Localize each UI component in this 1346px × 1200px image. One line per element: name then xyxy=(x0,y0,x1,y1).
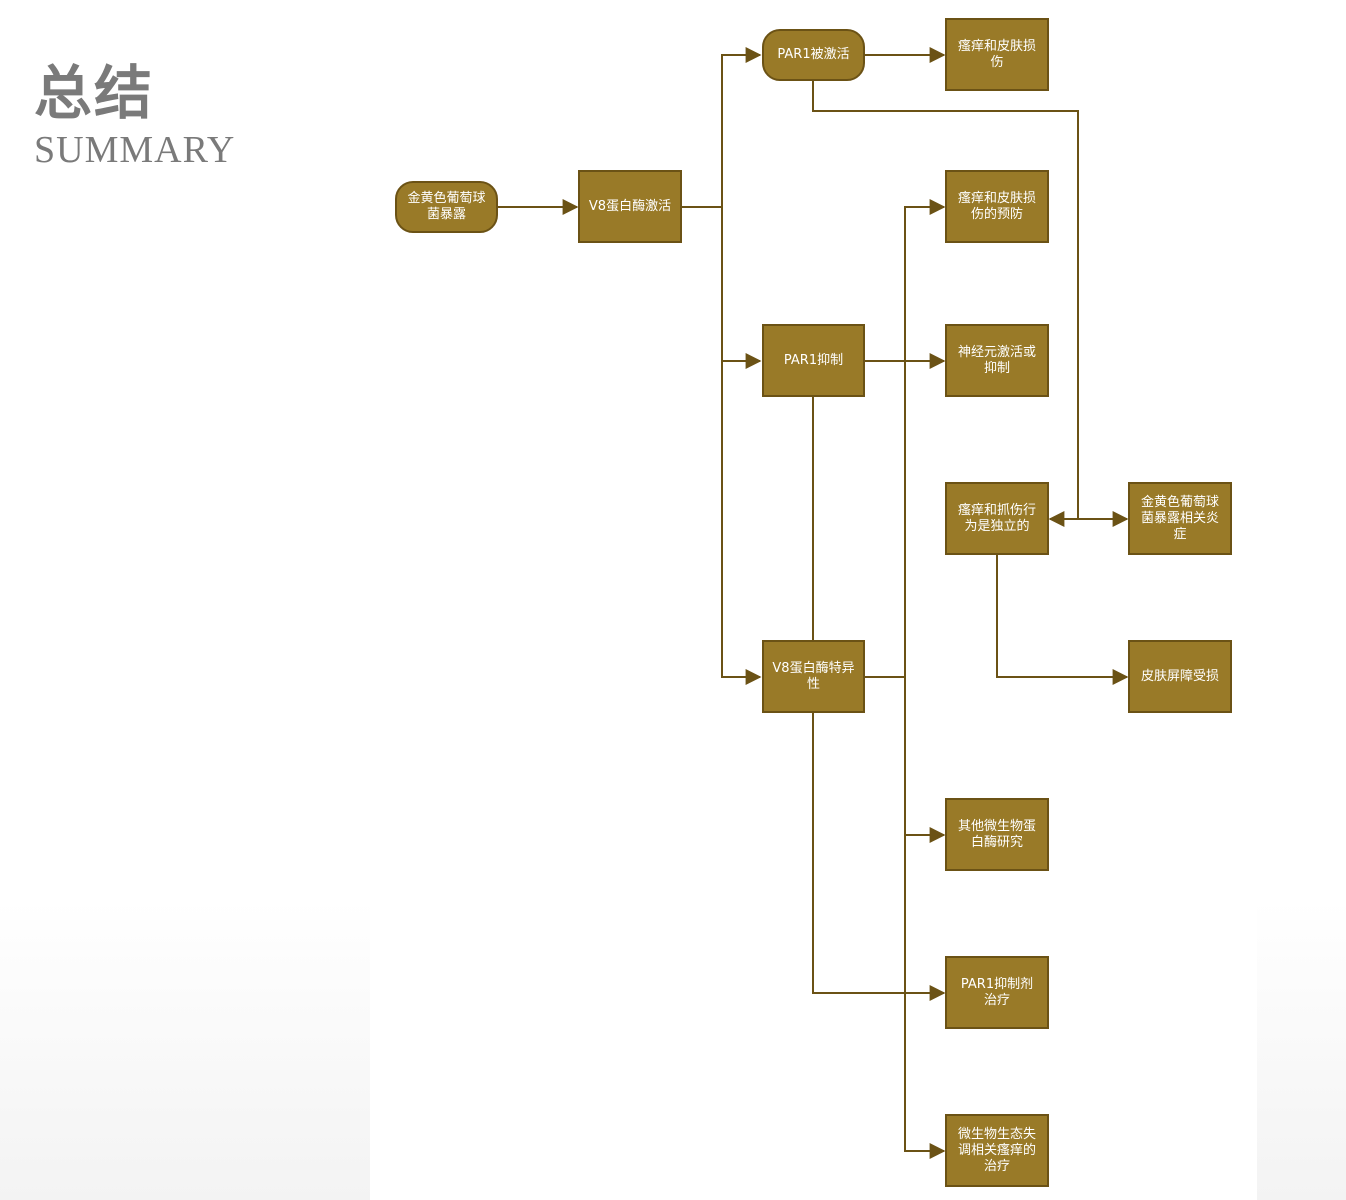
node-itch-scratch-independent: 瘙痒和抓伤行为是独立的 xyxy=(945,482,1049,555)
node-v8-specificity-label: V8蛋白酶特异性 xyxy=(772,660,855,692)
node-dysbiosis-itch-treatment-label: 微生物生态失调相关瘙痒的治疗 xyxy=(957,1126,1036,1174)
node-staph-inflammation-label: 金黄色葡萄球菌暴露相关炎症 xyxy=(1140,494,1219,542)
edge-v8-specificity-to-par1-inhibitor xyxy=(812,713,946,1001)
node-v8-activation: V8蛋白酶激活 xyxy=(578,170,682,243)
node-exposure: 金黄色葡萄球菌暴露 xyxy=(395,181,498,233)
node-itch-skin-damage: 瘙痒和皮肤损伤 xyxy=(945,18,1049,91)
node-skin-barrier-damage: 皮肤屏障受损 xyxy=(1128,640,1232,713)
page-subtitle: SUMMARY xyxy=(34,129,236,171)
node-itch-prevention: 瘙痒和皮肤损伤的预防 xyxy=(945,170,1049,243)
node-dysbiosis-itch-treatment: 微生物生态失调相关瘙痒的治疗 xyxy=(945,1114,1049,1187)
node-neuron-activation-label: 神经元激活或抑制 xyxy=(957,344,1036,376)
node-neuron-activation: 神经元激活或抑制 xyxy=(945,324,1049,397)
edge-trunk-to-dysbiosis xyxy=(904,835,946,1159)
page-title: 总结 xyxy=(34,59,155,127)
node-par1-inhibitor-treatment-label: PAR1抑制剂治疗 xyxy=(960,976,1034,1008)
node-par1-inhibitor-treatment: PAR1抑制剂治疗 xyxy=(945,956,1049,1029)
node-v8-specificity: V8蛋白酶特异性 xyxy=(762,640,865,713)
edge-v8-to-par1-activated xyxy=(681,47,762,208)
edge-trunk-to-other-microbe xyxy=(904,677,946,843)
edge-v8-to-v8-specificity xyxy=(721,361,762,685)
node-par1-inhibition: PAR1抑制 xyxy=(762,324,865,397)
background-fade-left xyxy=(0,900,370,1200)
node-par1-inhibition-label: PAR1抑制 xyxy=(783,352,844,368)
node-itch-scratch-independent-label: 瘙痒和抓伤行为是独立的 xyxy=(957,502,1036,534)
node-exposure-label: 金黄色葡萄球菌暴露 xyxy=(407,191,486,222)
node-other-microbe-protease-label: 其他微生物蛋白酶研究 xyxy=(957,818,1036,850)
node-v8-activation-label: V8蛋白酶激活 xyxy=(588,198,672,214)
node-other-microbe-protease: 其他微生物蛋白酶研究 xyxy=(945,798,1049,871)
edge-v8-specificity-trunk xyxy=(864,199,946,678)
node-staph-inflammation: 金黄色葡萄球菌暴露相关炎症 xyxy=(1128,482,1232,555)
node-skin-barrier-damage-label: 皮肤屏障受损 xyxy=(1140,668,1219,684)
edge-independent-to-skin-barrier xyxy=(996,555,1129,685)
node-par1-activated-label: PAR1被激活 xyxy=(777,47,850,62)
node-par1-activated: PAR1被激活 xyxy=(762,29,865,81)
node-itch-skin-damage-label: 瘙痒和皮肤损伤 xyxy=(957,38,1036,70)
edge-v8-to-par1-inhibition xyxy=(721,207,762,369)
edge-par1-activated-to-independent xyxy=(812,81,1079,527)
node-itch-prevention-label: 瘙痒和皮肤损伤的预防 xyxy=(957,190,1036,222)
background-fade-right xyxy=(1257,900,1346,1200)
